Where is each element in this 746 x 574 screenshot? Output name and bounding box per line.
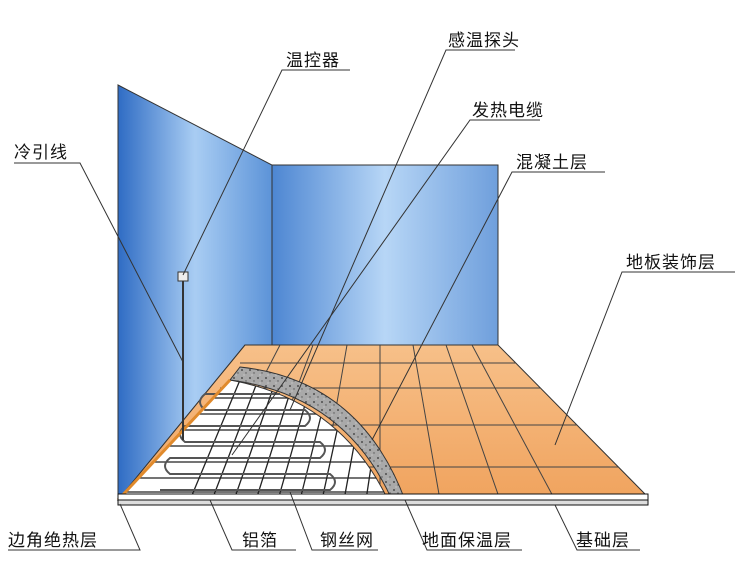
label-temp-sensor: 感温探头 bbox=[448, 31, 520, 51]
label-thermostat: 温控器 bbox=[286, 51, 340, 71]
foundation-layer bbox=[117, 499, 649, 506]
back-wall bbox=[271, 164, 499, 346]
label-ground-insulation: 地面保温层 bbox=[422, 531, 512, 551]
edge-insulation-strip bbox=[116, 378, 232, 502]
label-steel-mesh: 钢丝网 bbox=[320, 531, 374, 551]
ground-insulation-layer bbox=[117, 493, 649, 501]
label-concrete-layer: 混凝土层 bbox=[516, 153, 588, 173]
label-cold-lead: 冷引线 bbox=[14, 143, 68, 163]
label-floor-finish: 地板装饰层 bbox=[626, 253, 716, 273]
label-heating-cable: 发热电缆 bbox=[472, 101, 544, 121]
leader-lines bbox=[8, 49, 735, 551]
label-aluminum-foil: 铝箔 bbox=[242, 531, 278, 551]
thermostat-icon bbox=[177, 271, 189, 282]
mesh-area bbox=[116, 379, 389, 501]
heating-cable bbox=[160, 393, 336, 491]
label-foundation: 基础层 bbox=[576, 531, 630, 551]
label-edge-insulation: 边角绝热层 bbox=[8, 531, 98, 551]
